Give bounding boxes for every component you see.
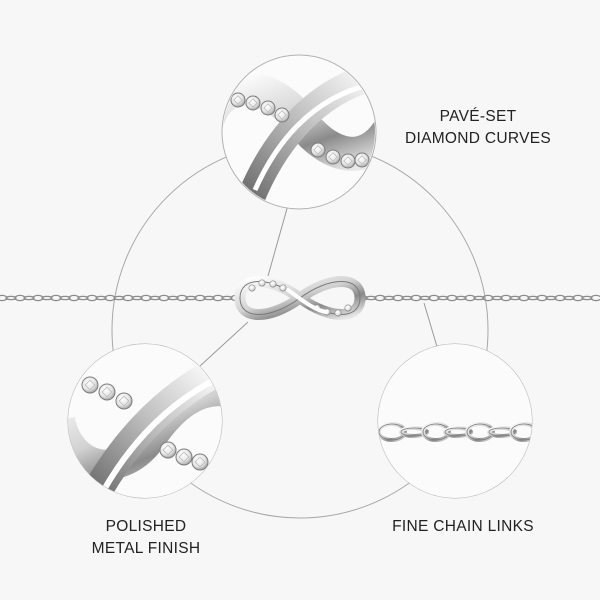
chain-link: [104, 294, 116, 302]
chain-link: [464, 294, 476, 302]
diamond-stone: [274, 107, 290, 123]
diamond-stone: [191, 453, 209, 471]
bracelet-chain-left: [0, 294, 242, 302]
diamond-stone: [354, 152, 370, 168]
chain-link: [365, 295, 377, 301]
diamond-stone: [334, 309, 342, 317]
chain-link: [563, 295, 575, 301]
chain-link: [158, 294, 170, 302]
diamond-stone: [98, 383, 116, 401]
callout-polished-metal: POLISHED METAL FINISH: [56, 516, 236, 560]
chain-link: [392, 294, 404, 302]
diamond-stone: [258, 279, 266, 287]
callout-chain-links: FINE CHAIN LINKS: [368, 516, 558, 538]
chain-link: [509, 295, 521, 301]
chain-link: [221, 295, 233, 301]
diamond-stone: [81, 376, 99, 394]
chain-link: [86, 294, 98, 302]
diamond-stone: [279, 284, 287, 292]
chain-link: [131, 295, 143, 301]
bracelet-chain-right: [356, 294, 600, 302]
chain-links-zoom-icon: [377, 343, 533, 499]
diamond-stone: [260, 100, 276, 116]
chain-link: [122, 294, 134, 302]
chain-link: [194, 294, 206, 302]
chain-link: [473, 295, 485, 301]
chain-link: [554, 294, 566, 302]
chain-link: [536, 294, 548, 302]
connector-line-pave: [267, 204, 289, 277]
chain-link: [68, 294, 80, 302]
chain-link: [518, 294, 530, 302]
chain-link: [113, 295, 125, 301]
chain-link: [545, 295, 557, 301]
diamond-stone: [175, 448, 193, 466]
diamond-stone: [344, 304, 352, 312]
chain-link: [401, 295, 413, 301]
chain-link: [167, 295, 179, 301]
chain-link: [437, 295, 449, 301]
callout-pave-line2: DIAMOND CURVES: [404, 130, 552, 147]
chain-link: [149, 295, 161, 301]
chain-link: [14, 294, 26, 302]
diamond-stone: [115, 392, 133, 410]
diamond-stone: [325, 149, 341, 165]
chain-link: [455, 295, 467, 301]
chain-link: [77, 295, 89, 301]
chain-link: [23, 295, 35, 301]
chain-link: [581, 295, 593, 301]
callout-polished-line1: POLISHED: [105, 518, 187, 535]
chain-link: [428, 294, 440, 302]
callout-chain-line1: FINE CHAIN LINKS: [392, 518, 534, 535]
chain-link: [500, 294, 512, 302]
callout-pave-line1: PAVÉ-SET: [439, 108, 517, 125]
diamond-stone: [340, 153, 356, 169]
chain-link: [482, 294, 494, 302]
diamond-stone: [159, 441, 177, 459]
chain-link: [383, 295, 395, 301]
diamond-stone: [248, 284, 256, 292]
polished-metal-zoom-icon: [67, 343, 223, 499]
chain-link: [185, 295, 197, 301]
chain-link: [572, 294, 584, 302]
chain-link: [95, 295, 107, 301]
chain-link: [212, 294, 224, 302]
diamond-stone: [230, 92, 246, 108]
chain-link: [374, 294, 386, 302]
chain-link: [590, 294, 600, 302]
connector-line-polished: [199, 321, 249, 367]
callout-polished-line2: METAL FINISH: [91, 540, 201, 557]
chain-link: [140, 294, 152, 302]
pave-diamond-zoom-icon: [221, 54, 377, 210]
infinity-bracelet-icon: [234, 276, 366, 320]
chain-link: [410, 294, 422, 302]
connector-line-chain: [423, 302, 439, 351]
chain-link: [32, 294, 44, 302]
diamond-stone: [269, 280, 277, 288]
chain-link: [446, 294, 458, 302]
chain-link: [50, 294, 62, 302]
diamond-stone: [310, 142, 326, 158]
chain-link: [41, 295, 53, 301]
chain-link: [176, 294, 188, 302]
callout-pave-diamond: PAVÉ-SET DIAMOND CURVES: [378, 106, 578, 150]
diamond-stone: [245, 95, 261, 111]
chain-link: [59, 295, 71, 301]
chain-link: [203, 295, 215, 301]
chain-link: [419, 295, 431, 301]
chain-link: [0, 294, 8, 302]
chain-link: [491, 295, 503, 301]
chain-link: [527, 295, 539, 301]
chain-link: [5, 295, 17, 301]
